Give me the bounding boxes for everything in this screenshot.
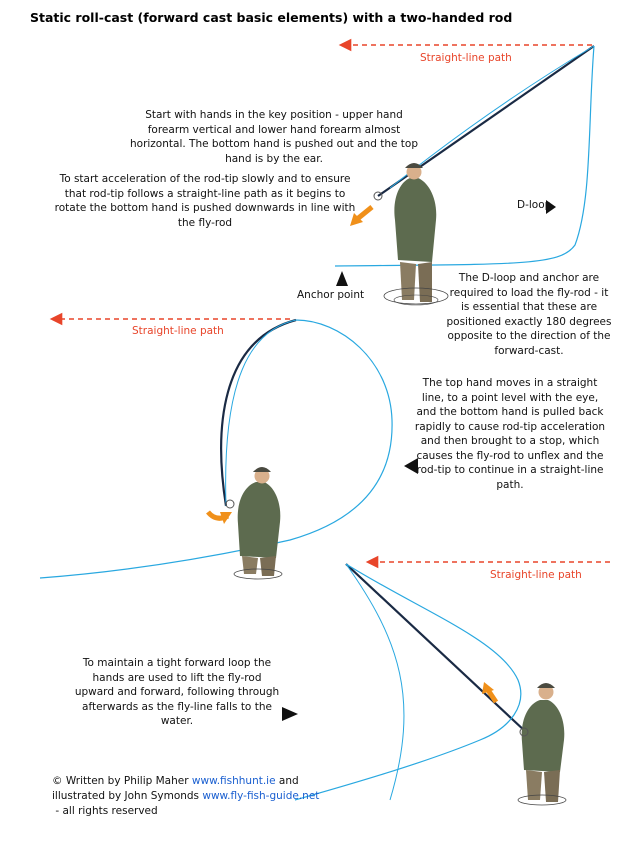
d-loop-label: D-loop (517, 199, 552, 211)
fly-line-bottom (294, 563, 522, 801)
d-loop-anchor-text: The D-loop and anchor are required to lo… (446, 272, 612, 357)
key-position-text: Start with hands in the key position - u… (129, 109, 418, 165)
fly-line-bottom-inner (345, 563, 405, 801)
anchor-pointer-icon (336, 271, 348, 286)
straight-line-path-label-top: Straight-line path (420, 52, 512, 64)
credit-line-3: - all rights reserved (52, 805, 158, 817)
fly-rod-bottom (345, 563, 527, 733)
straight-line-path-label-bottom: Straight-line path (490, 569, 582, 581)
top-hand-text: The top hand moves in a straight line, t… (414, 377, 606, 491)
fly-line-top (334, 45, 595, 267)
fly-fish-guide-link[interactable]: www.fly-fish-guide.net (202, 790, 320, 802)
diagram-title: Static roll-cast (forward cast basic ele… (30, 10, 513, 25)
hand-arrow-icon-middle (206, 510, 232, 524)
follow-through-pointer-icon (282, 707, 298, 721)
anchor-point-label: Anchor point (297, 289, 365, 301)
angler-figure-middle (225, 467, 283, 580)
credit-illustrator-text: illustrated by John Symonds (52, 790, 203, 802)
acceleration-text: To start acceleration of the rod-tip slo… (54, 173, 356, 229)
angler-figure-bottom (517, 683, 567, 806)
fly-line-inner-middle (225, 319, 297, 507)
hand-arrow-icon-top (350, 205, 374, 226)
loop-pointer-icon (404, 458, 418, 474)
fishhunt-link[interactable]: www.fishhunt.ie (191, 775, 276, 787)
angler-figure-top (373, 163, 449, 306)
credit-line-2: illustrated by John Symonds www.fly-fish… (52, 789, 319, 804)
credit-line-1: © Written by Philip Maher www.fishhunt.i… (52, 774, 319, 789)
tight-loop-text: To maintain a tight forward loop the han… (74, 657, 280, 727)
credit-author-text: © Written by Philip Maher (52, 775, 192, 787)
straight-line-path-label-middle: Straight-line path (132, 325, 224, 337)
hand-arrow-icon-bottom (482, 682, 499, 704)
credit-and-text: and (275, 775, 299, 787)
d-loop-pointer-icon (546, 200, 556, 214)
credit-block: © Written by Philip Maher www.fishhunt.i… (52, 774, 319, 819)
fly-line-loop-middle (39, 319, 393, 579)
